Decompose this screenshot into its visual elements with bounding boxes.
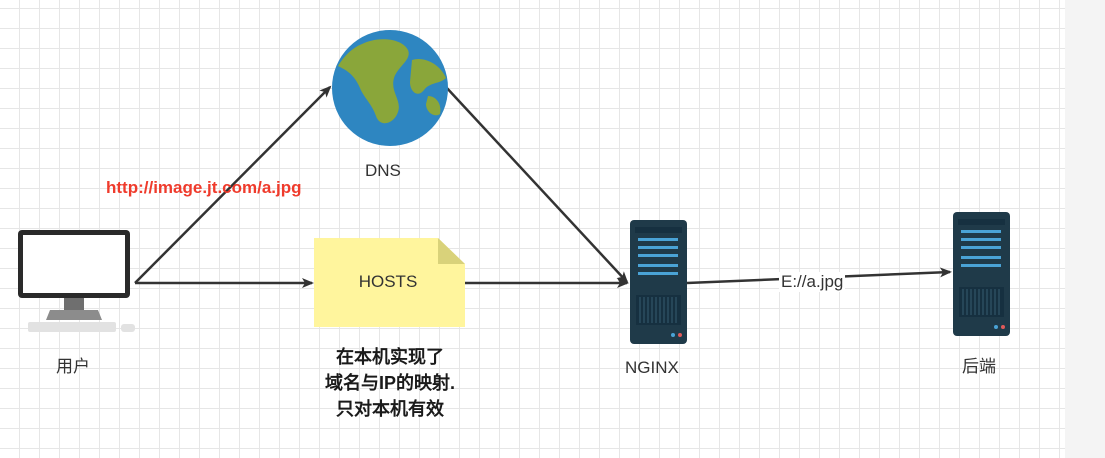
node-label-user: 用户 [56,357,90,376]
hosts-note-shape [314,238,465,327]
computer-icon [18,230,135,332]
backend-server-icon [953,212,1010,336]
node-label-nginx: NGINX [625,358,679,377]
edge-user-to-dns [134,85,332,284]
edge-label-url: http://image.jt.com/a.jpg [106,178,302,197]
nginx-server-icon [630,220,687,344]
node-label-backend: 后端 [962,357,996,376]
hosts-annotation: 在本机实现了 域名与IP的映射. 只对本机有效 [300,344,480,422]
node-label-dns: DNS [365,161,401,180]
annotation-line: 只对本机有效 [336,399,444,419]
annotation-line: 域名与IP的映射. [324,373,455,393]
annotation-line: 在本机实现了 [336,347,444,367]
diagram-canvas [0,0,1065,458]
node-label-hosts: HOSTS [358,272,418,291]
globe-icon [332,30,448,146]
edge-dns-to-nginx [444,85,629,284]
edge-label-file-path: E://a.jpg [779,272,846,292]
canvas-right-margin [1065,0,1105,458]
